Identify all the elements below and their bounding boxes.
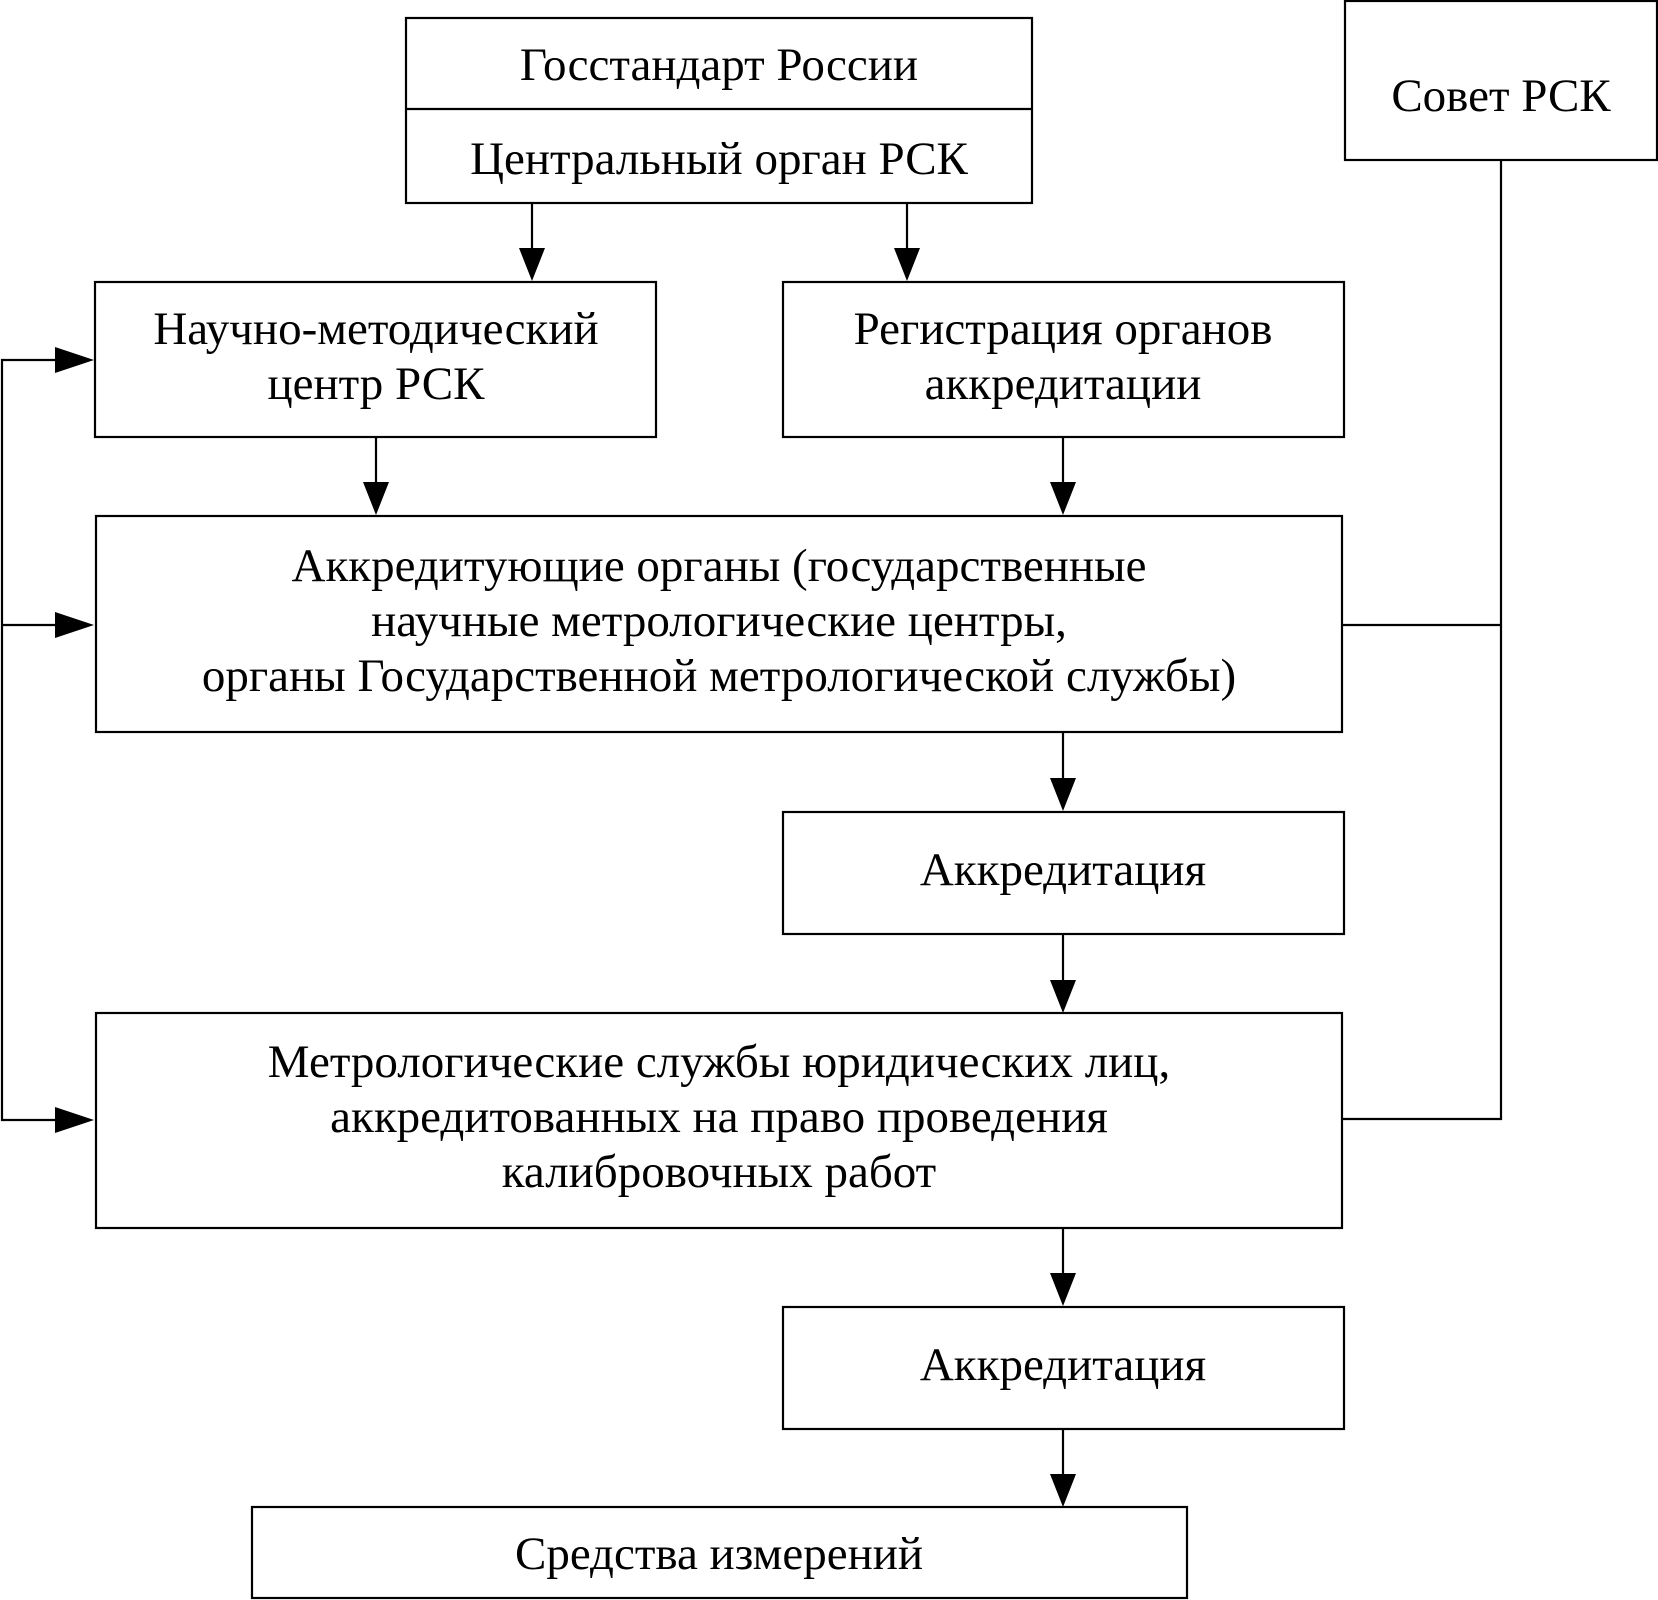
connectors [0, 160, 1503, 1476]
arrowheads [55, 248, 1076, 1507]
arrowhead-down-instruments [1050, 1474, 1076, 1507]
label-accreditation-2: Аккредитация [920, 1339, 1206, 1391]
label-scientific-line-1: Научно-методический [153, 303, 598, 355]
label-registration-line-1: Регистрация органов [854, 303, 1273, 355]
box-accreditation-1: Аккредитация [781, 810, 1346, 936]
label-metrology-line-3: калибровочных работ [502, 1146, 936, 1198]
label-accrediting-line-1: Аккредитующие органы (государственные [292, 540, 1147, 592]
box-registration: Регистрация органов аккредитации [781, 280, 1346, 439]
box-sovet: Совет РСК [1343, 0, 1658, 162]
label-metrology-line-2: аккредитованных на право проведения [330, 1091, 1108, 1143]
arrowhead-down-accrediting-right [1050, 482, 1076, 515]
arrowhead-down-registration [894, 248, 920, 281]
box-measuring-instruments: Средства измерений [250, 1505, 1189, 1600]
arrowhead-down-metrology [1050, 980, 1076, 1013]
label-gosstandart: Госстандарт России [520, 39, 918, 91]
arrowhead-right-accrediting [55, 612, 94, 638]
label-scientific-line-2: центр РСК [268, 358, 486, 410]
edge-sovet-bus [1342, 160, 1503, 1121]
label-accreditation-1: Аккредитация [920, 844, 1206, 896]
arrowhead-right-metrology [55, 1107, 94, 1133]
arrowhead-down-accreditation1 [1050, 778, 1076, 811]
arrowhead-down-scientific [519, 248, 545, 281]
label-sovet: Совет РСК [1391, 70, 1611, 122]
label-central-organ: Центральный орган РСК [470, 133, 968, 185]
label-registration-line-2: аккредитации [925, 358, 1202, 410]
label-accrediting-line-2: научные метрологические центры, [371, 595, 1067, 647]
box-accrediting-bodies: Аккредитующие органы (государственные на… [94, 514, 1344, 734]
box-gosstandart-frame [404, 16, 1034, 205]
label-accrediting-line-3: органы Государственной метрологической с… [202, 650, 1236, 702]
box-accreditation-2: Аккредитация [781, 1305, 1346, 1431]
arrowhead-down-accreditation2 [1050, 1273, 1076, 1306]
edge-left-bus [0, 358, 67, 1122]
box-scientific-center: Научно-методический центр РСК [93, 280, 658, 439]
label-metrology-line-1: Метрологические службы юридических лиц, [268, 1036, 1170, 1088]
arrowhead-down-accrediting-left [363, 482, 389, 515]
label-measuring-instruments: Средства измерений [515, 1528, 923, 1580]
arrowhead-right-scientific [55, 347, 94, 373]
box-metrology-services: Метрологические службы юридических лиц, … [94, 1011, 1344, 1230]
box-gosstandart-central: Госстандарт России Центральный орган РСК [404, 16, 1034, 205]
